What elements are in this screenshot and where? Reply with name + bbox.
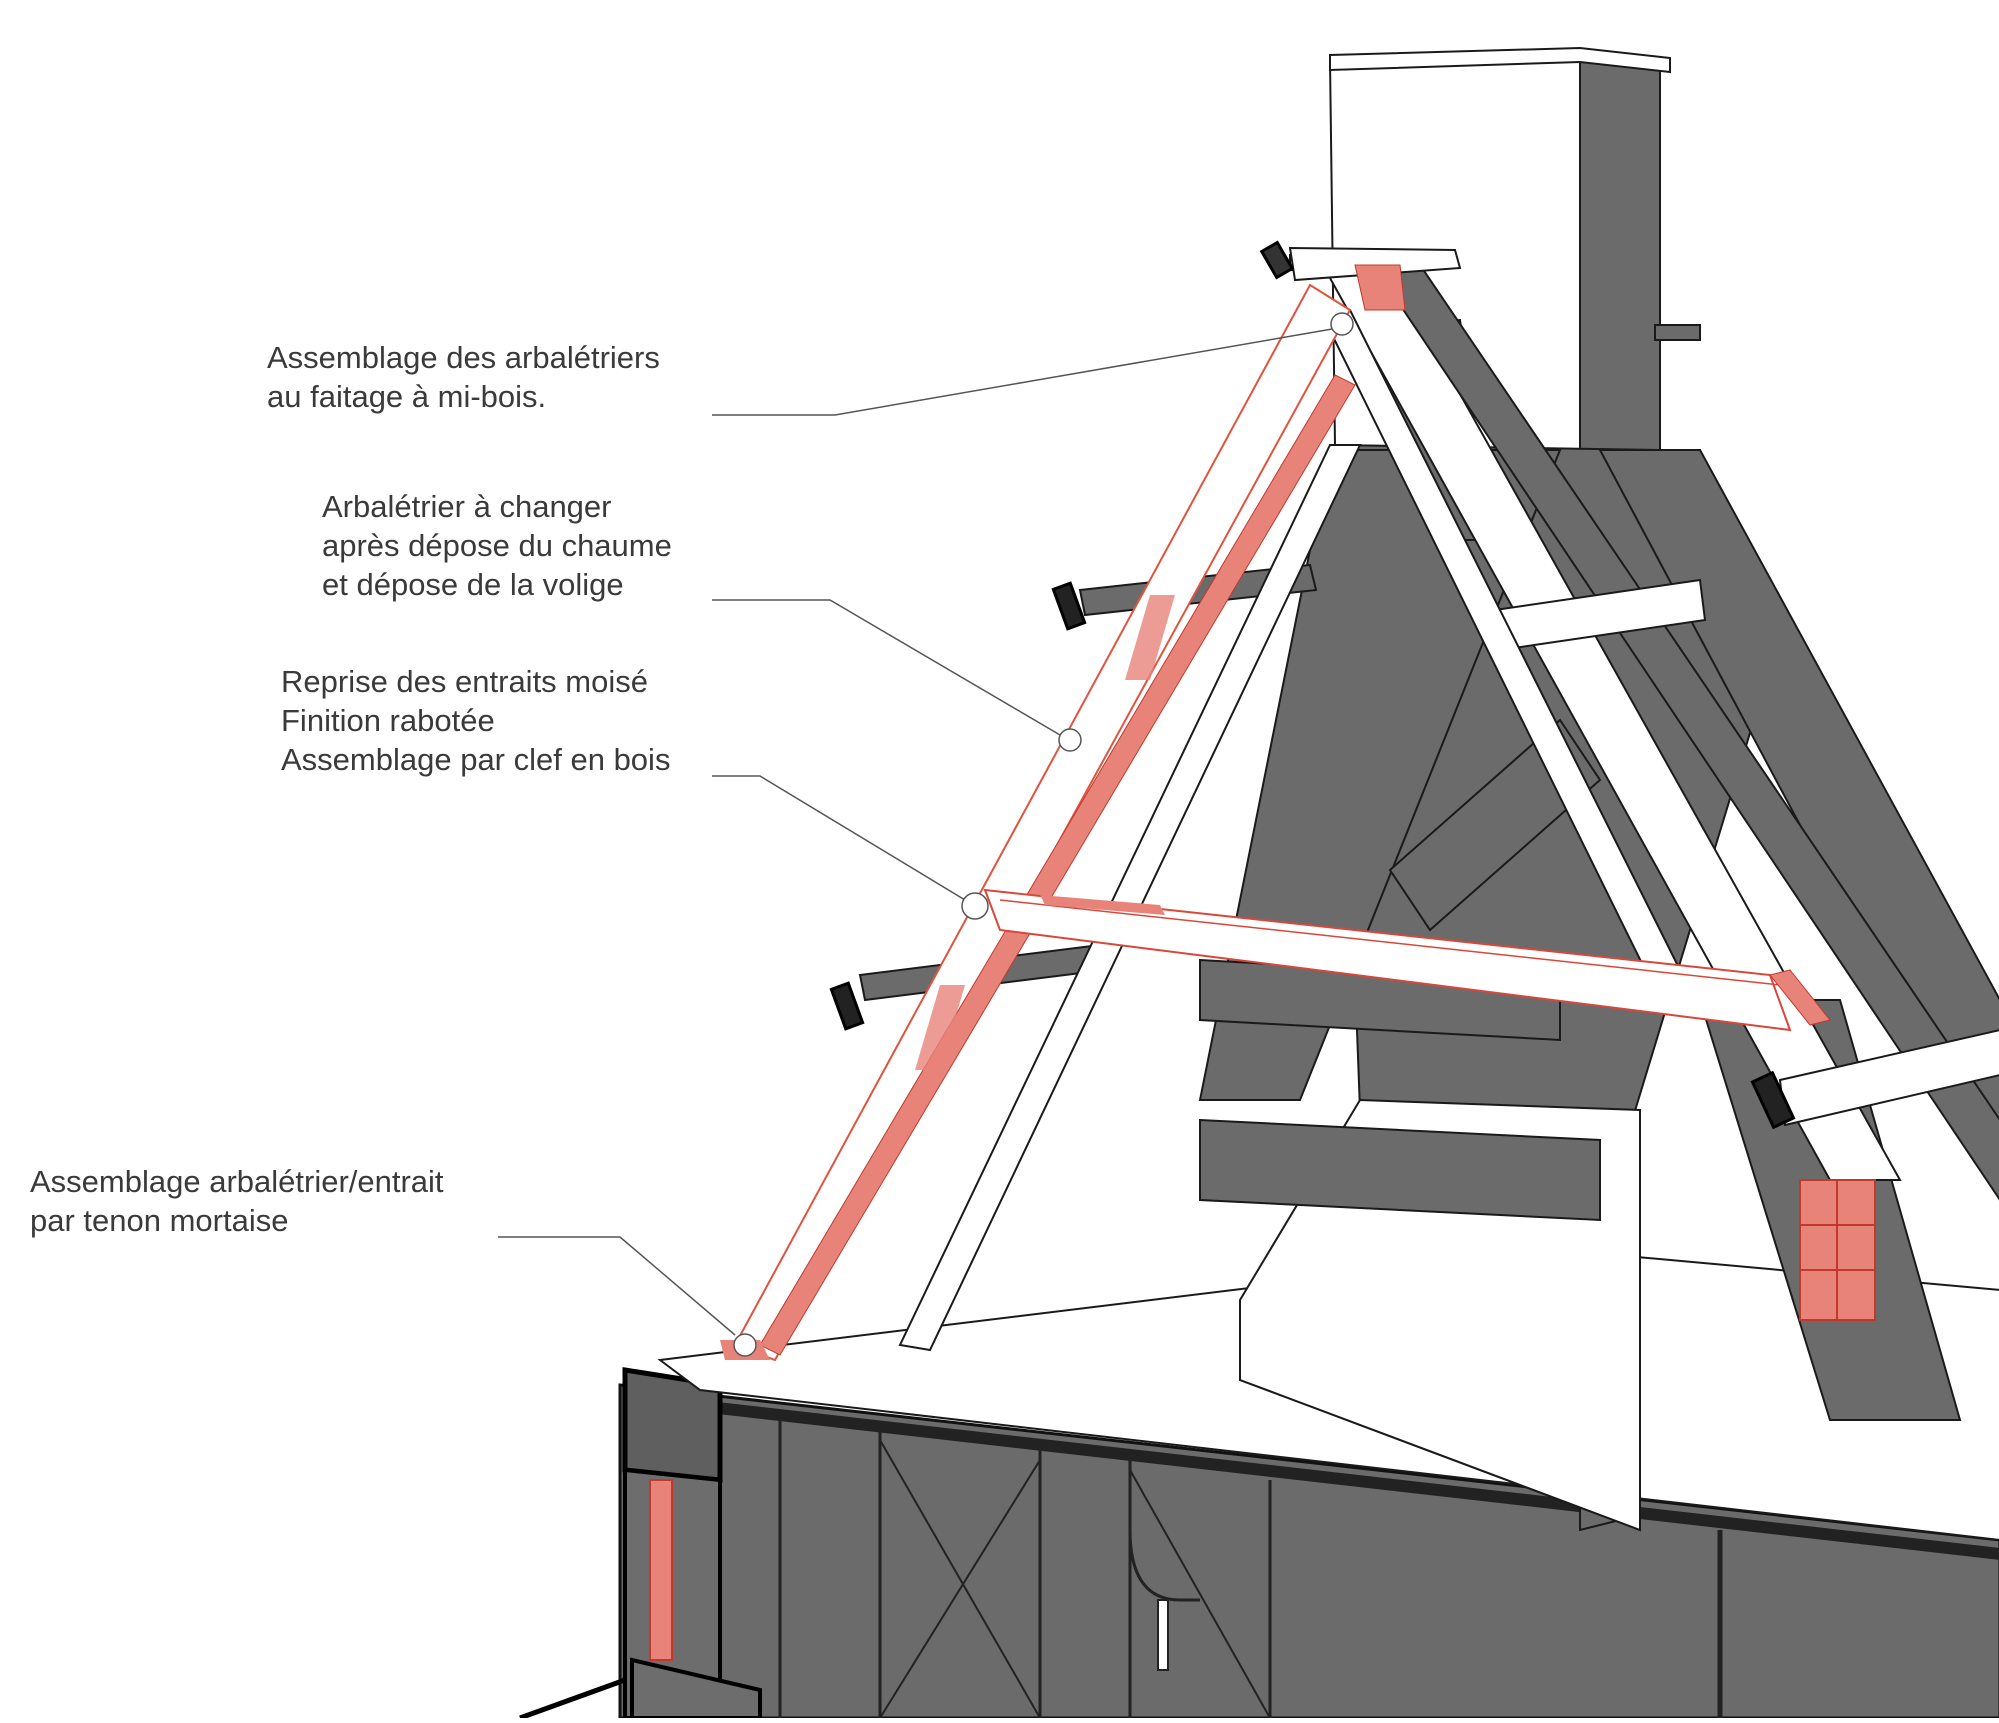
rafter-to-replace — [720, 264, 1406, 1362]
annotation-line: Reprise des entraits moisé — [281, 664, 648, 699]
callout-rafter-replace — [1058, 728, 1082, 752]
annotation-line: Finition rabotée — [281, 703, 495, 738]
leader-tenon-mortise — [498, 1236, 736, 1336]
annotation-line: et dépose de la volige — [322, 567, 624, 602]
callout-ridge-joint — [1330, 312, 1354, 336]
annotation-line: après dépose du chaume — [322, 528, 672, 563]
leader-tie-beam — [712, 775, 966, 901]
leader-lines — [498, 312, 1354, 1357]
callout-tenon-mortise — [733, 1333, 757, 1357]
leader-rafter-replace — [712, 599, 1061, 736]
tie-beam — [983, 888, 1831, 1032]
annotation-line: Assemblage arbalétrier/entrait — [30, 1164, 444, 1199]
annotation-ridge-joint: Assemblage des arbalétriers au faitage à… — [267, 338, 660, 416]
purlins — [829, 240, 1999, 1130]
gable-window — [1799, 1179, 1876, 1321]
annotation-tenon-mortise: Assemblage arbalétrier/entrait par tenon… — [30, 1162, 444, 1240]
wall-frame — [519, 1367, 1999, 1721]
annotation-line: Assemblage par clef en bois — [281, 742, 671, 777]
leader-ridge-joint — [712, 327, 1339, 416]
callout-tie-beam — [961, 892, 989, 920]
annotation-rafter-replace: Arbalétrier à changer après dépose du ch… — [322, 487, 672, 604]
annotation-line: par tenon mortaise — [30, 1203, 289, 1238]
annotation-line: Arbalétrier à changer — [322, 489, 612, 524]
annotation-line: au faitage à mi-bois. — [267, 379, 547, 414]
annotation-line: Assemblage des arbalétriers — [267, 340, 660, 375]
annotation-tie-beam: Reprise des entraits moisé Finition rabo… — [281, 662, 670, 779]
